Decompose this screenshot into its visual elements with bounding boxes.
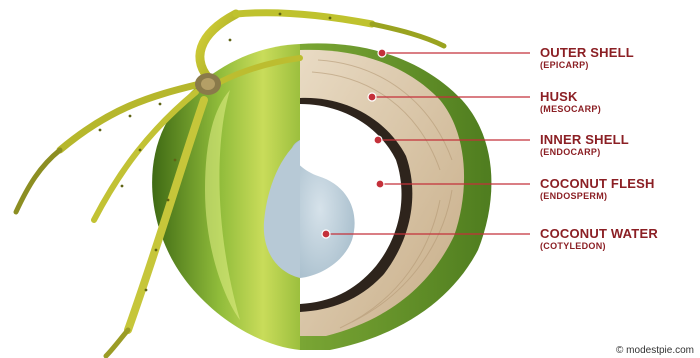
label-inner-shell-title: INNER SHELL (540, 133, 629, 147)
pointer-husk (368, 93, 376, 101)
label-coconut-water-title: COCONUT WATER (540, 227, 658, 241)
label-coconut-flesh-sub: (ENDOSPERM) (540, 191, 655, 201)
pointer-water (322, 230, 330, 238)
label-husk-title: HUSK (540, 90, 601, 104)
label-coconut-water: COCONUT WATER (COTYLEDON) (540, 227, 658, 251)
label-inner-shell: INNER SHELL (ENDOCARP) (540, 133, 629, 157)
label-coconut-flesh-title: COCONUT FLESH (540, 177, 655, 191)
copyright-credit: © modestpie.com (616, 345, 694, 356)
label-coconut-flesh: COCONUT FLESH (ENDOSPERM) (540, 177, 655, 201)
pointer-inner-shell (374, 136, 382, 144)
label-coconut-water-sub: (COTYLEDON) (540, 241, 658, 251)
label-outer-shell-sub: (EPICARP) (540, 60, 634, 70)
label-husk: HUSK (MESOCARP) (540, 90, 601, 114)
label-outer-shell-title: OUTER SHELL (540, 46, 634, 60)
label-outer-shell: OUTER SHELL (EPICARP) (540, 46, 634, 70)
pointer-outer-shell (378, 49, 386, 57)
pointer-flesh (376, 180, 384, 188)
label-husk-sub: (MESOCARP) (540, 104, 601, 114)
label-inner-shell-sub: (ENDOCARP) (540, 147, 629, 157)
